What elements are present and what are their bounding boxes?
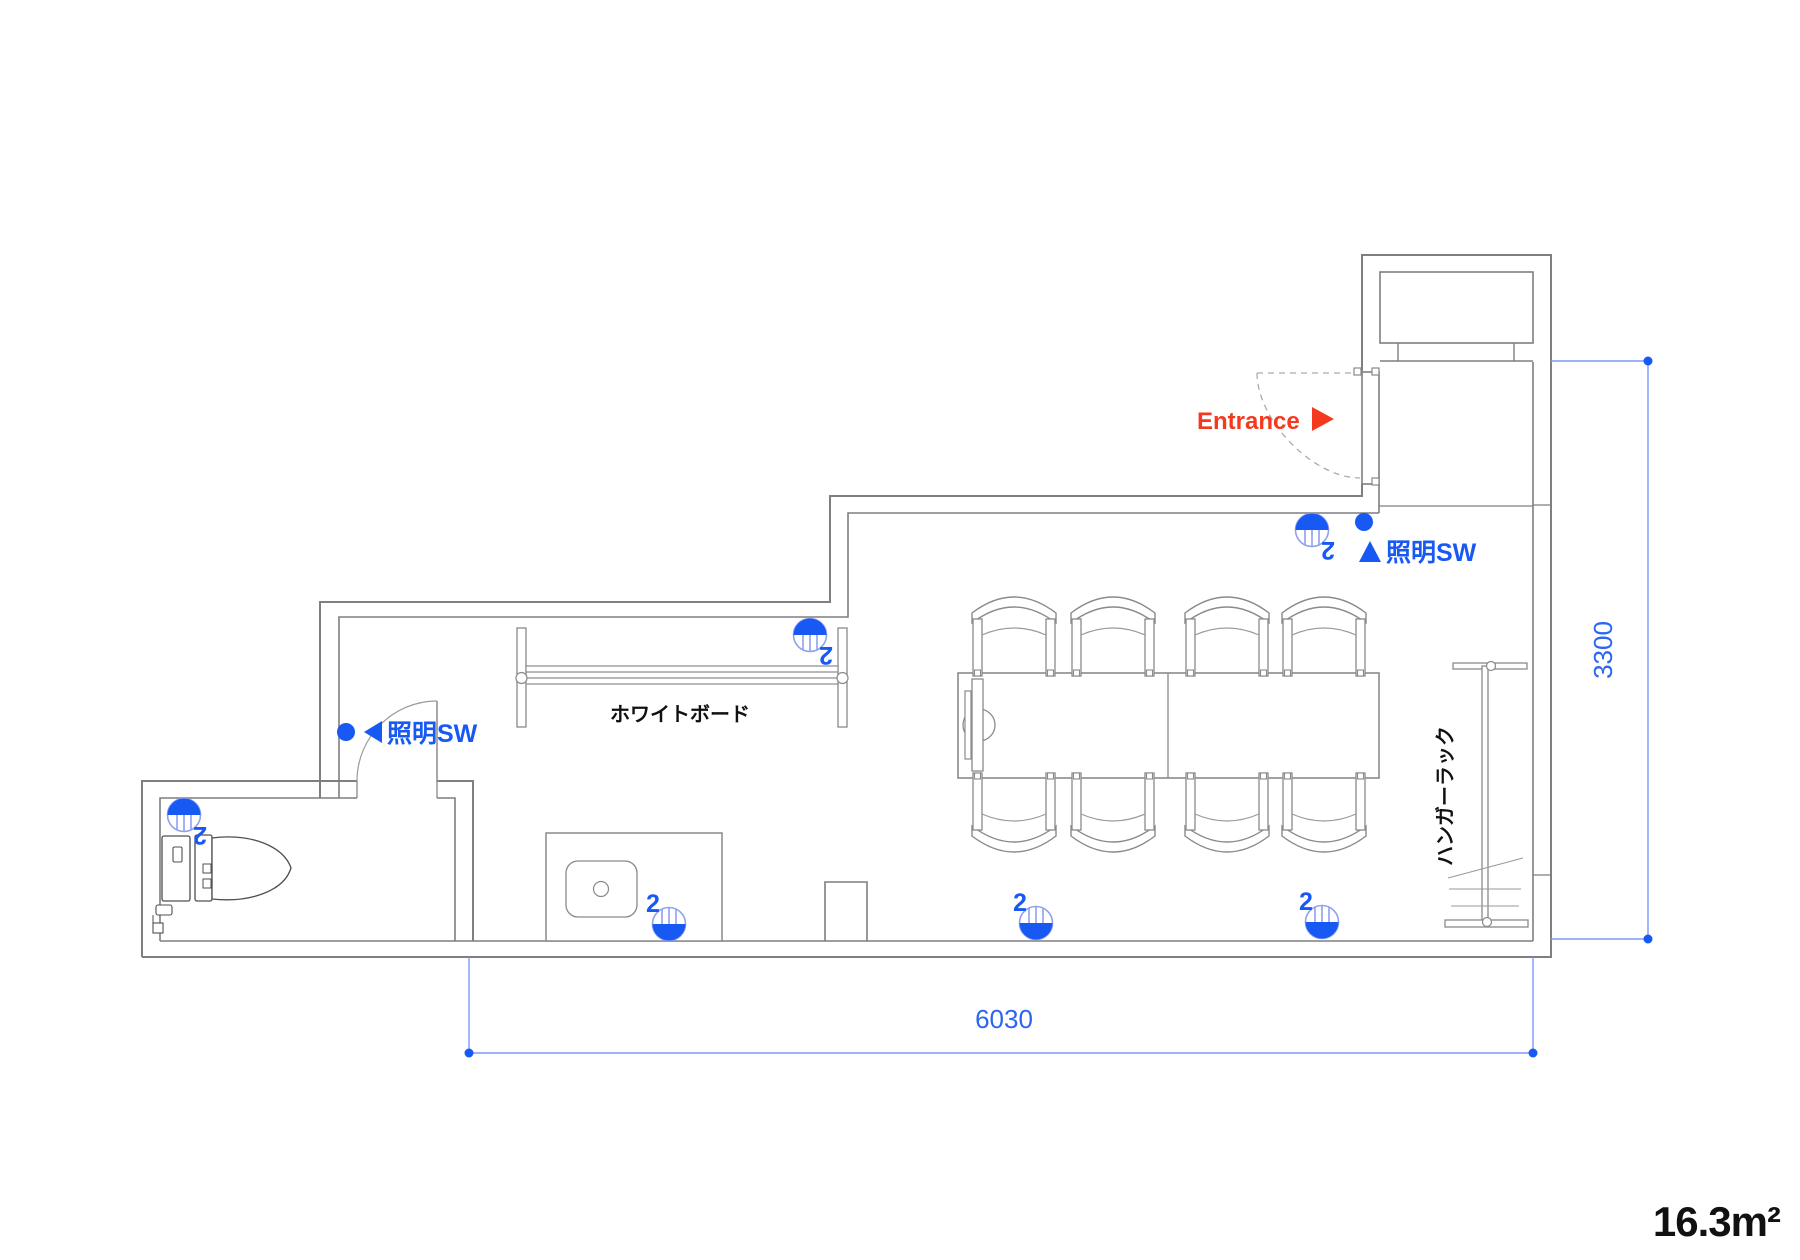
switch-dot bbox=[1355, 513, 1373, 531]
outlet-count: 2 bbox=[1299, 888, 1313, 916]
chair-top-4 bbox=[1281, 596, 1367, 677]
light-switch-label: 照明SW bbox=[387, 720, 478, 748]
outlet-count: 2 bbox=[1321, 536, 1335, 564]
whiteboard-rail-bottom bbox=[525, 677, 839, 685]
toilet bbox=[152, 834, 292, 934]
wall-inner-toilet-right bbox=[437, 797, 456, 941]
dimension-bottom-6030: 6030 bbox=[464, 957, 1538, 1058]
outlet-entrance: 2 bbox=[1294, 512, 1335, 564]
chair-bottom-2 bbox=[1070, 772, 1156, 853]
chair-bottom-1 bbox=[971, 772, 1057, 853]
wall-inner-north bbox=[338, 512, 1379, 798]
toilet-tank bbox=[161, 835, 191, 902]
area-label: 16.3m² bbox=[1653, 1198, 1781, 1245]
dimension-value-bottom: 6030 bbox=[975, 1004, 1033, 1034]
chair-top-2 bbox=[1070, 596, 1156, 677]
triangle-up-icon bbox=[1359, 541, 1381, 562]
entrance-door-hinge-3 bbox=[1371, 477, 1380, 486]
outlet-floor-right: 2 bbox=[1299, 888, 1340, 940]
toilet-bowl bbox=[211, 836, 292, 901]
walls bbox=[141, 254, 1552, 958]
outlet-floor-middle: 2 bbox=[1013, 889, 1054, 941]
dimension-right-3300: 3300 bbox=[1551, 356, 1653, 944]
toilet-valve bbox=[155, 904, 173, 916]
whiteboard bbox=[515, 627, 849, 728]
entrance-door-frame bbox=[1361, 371, 1380, 485]
meeting-table bbox=[957, 672, 1380, 779]
sink-counter bbox=[545, 832, 723, 942]
chair-bottom-4 bbox=[1281, 772, 1367, 853]
dimension-dot bbox=[1643, 356, 1653, 366]
hanger-rack bbox=[1444, 660, 1529, 928]
hanger-lines bbox=[1447, 857, 1524, 907]
pillar-duct bbox=[824, 881, 868, 941]
monitor-screen bbox=[971, 678, 984, 772]
entrance-label: Entrance bbox=[1197, 408, 1300, 435]
hanger-rack-joint-bottom bbox=[1481, 916, 1493, 928]
triangle-left-icon bbox=[364, 721, 382, 743]
hanger-rack-joint-top bbox=[1485, 660, 1497, 672]
outlet-whiteboard: 2 bbox=[792, 617, 833, 669]
sink-faucet bbox=[592, 880, 610, 898]
light-switches: 照明SW 照明SW bbox=[337, 513, 1477, 748]
dimension-dot bbox=[464, 1048, 474, 1058]
outlets: 2 2 2 2 2 2 bbox=[166, 512, 1340, 942]
chair-top-1 bbox=[971, 596, 1057, 677]
outlet-count: 2 bbox=[193, 821, 207, 849]
outlet-count: 2 bbox=[1013, 889, 1027, 917]
outlet-toilet: 2 bbox=[166, 797, 207, 849]
dimension-dot bbox=[1528, 1048, 1538, 1058]
toilet-hinge-detail-1 bbox=[202, 863, 212, 874]
chair-top-3 bbox=[1184, 596, 1270, 677]
whiteboard-rail-top bbox=[525, 665, 839, 673]
dimension-lines bbox=[1551, 360, 1649, 940]
outlet-count: 2 bbox=[646, 890, 660, 918]
wall-outer-north bbox=[319, 484, 1363, 798]
light-switch-label: 照明SW bbox=[1386, 539, 1477, 567]
whiteboard-joint-left bbox=[515, 671, 528, 685]
dimension-dot bbox=[1643, 934, 1653, 944]
toilet-pipe bbox=[152, 922, 164, 934]
chair-bottom-3 bbox=[1184, 772, 1270, 853]
monitor-back bbox=[964, 690, 972, 760]
hanger-rack-label: ハンガーラック bbox=[1434, 726, 1457, 866]
entrance-arrow-icon bbox=[1312, 407, 1334, 431]
entrance-door-hinge-2 bbox=[1371, 367, 1380, 376]
whiteboard-joint-right bbox=[836, 671, 849, 685]
wall-inner-toilet bbox=[159, 797, 357, 941]
wall-outer-entrance-right-bottom bbox=[142, 254, 1552, 958]
whiteboard-label: ホワイトボード bbox=[610, 703, 750, 726]
entrance-closet bbox=[1379, 271, 1534, 344]
outlet-sink: 2 bbox=[646, 890, 687, 942]
dimension-value-right: 3300 bbox=[1588, 621, 1618, 679]
dimension-lines bbox=[468, 957, 1534, 1054]
toilet-flush-button bbox=[172, 846, 183, 863]
entrance-door bbox=[1256, 367, 1380, 486]
labels: Entrance ホワイトボード ハンガーラック 16.3m² bbox=[610, 407, 1782, 1245]
light-switch-toilet: 照明SW bbox=[337, 720, 478, 748]
light-switch-entrance: 照明SW bbox=[1355, 513, 1477, 567]
entrance-door-hinge-1 bbox=[1353, 367, 1362, 376]
entrance-door-swing-arc bbox=[1256, 372, 1361, 479]
wall-outer-left-bottom bbox=[141, 780, 357, 957]
toilet-hinge-detail-2 bbox=[202, 878, 212, 889]
hanger-rack-pole bbox=[1481, 665, 1489, 923]
switch-dot bbox=[337, 723, 355, 741]
outlet-count: 2 bbox=[819, 641, 833, 669]
